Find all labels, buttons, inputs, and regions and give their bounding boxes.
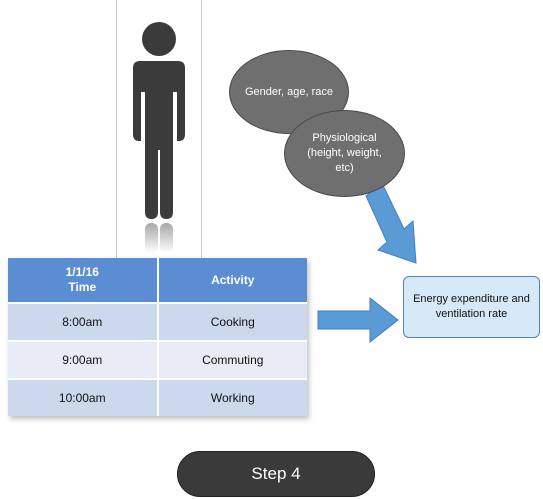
activity-cell: Cooking: [157, 302, 307, 341]
energy-output-label: Energy expenditure and ventilation rate: [413, 293, 530, 320]
time-cell: 9:00am: [8, 340, 159, 379]
step-label: Step 4: [251, 464, 301, 483]
step-button[interactable]: Step 4: [177, 451, 375, 497]
header-time: Time: [68, 280, 97, 294]
person-icon: [133, 22, 185, 253]
physiological-ellipse: Physiological (height, weight, etc): [284, 110, 405, 197]
arrow-right-icon: [317, 296, 399, 344]
activity-table: 1/1/16 Time Activity 8:00am Cooking 9:00…: [8, 258, 307, 416]
time-cell: 8:00am: [8, 302, 159, 341]
time-cell: 10:00am: [8, 378, 159, 416]
demographics-label: Gender, age, race: [244, 85, 334, 98]
table-header-row: 1/1/16 Time Activity: [8, 258, 307, 303]
arrow-down-right-icon: [365, 182, 417, 264]
activity-cell: Commuting: [157, 340, 307, 379]
person-panel: [116, 0, 202, 258]
activity-column-header: Activity: [157, 258, 307, 303]
table-row: 8:00am Cooking: [8, 302, 307, 341]
table-row: 9:00am Commuting: [8, 340, 307, 379]
physiological-label: Physiological (height, weight, etc): [307, 132, 382, 174]
energy-output-box: Energy expenditure and ventilation rate: [403, 276, 540, 338]
table-row: 10:00am Working: [8, 378, 307, 416]
time-column-header: 1/1/16 Time: [8, 258, 159, 303]
activity-cell: Working: [157, 378, 307, 416]
header-date: 1/1/16: [65, 265, 99, 279]
